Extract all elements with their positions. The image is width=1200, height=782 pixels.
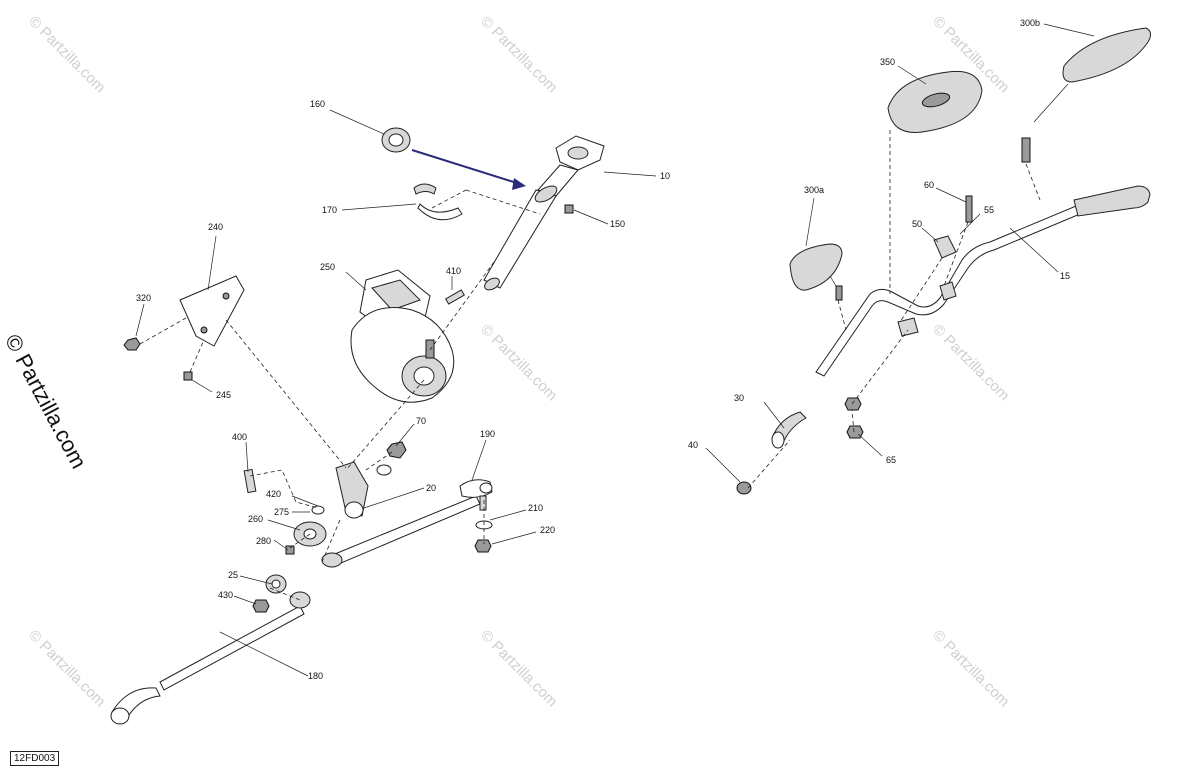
callout-260: 260 bbox=[248, 514, 263, 524]
callout-280: 280 bbox=[256, 536, 271, 546]
watermark-tile: © Partzilla.com bbox=[25, 627, 108, 710]
callout-50: 50 bbox=[912, 219, 922, 229]
clamp-part bbox=[413, 183, 463, 221]
screw-part bbox=[285, 545, 295, 555]
riser-clamp-part bbox=[897, 235, 957, 337]
nut-part bbox=[844, 397, 862, 411]
callout-410: 410 bbox=[446, 266, 461, 276]
diagram-code: 12FD003 bbox=[10, 751, 60, 766]
callout-430: 430 bbox=[218, 590, 233, 600]
callout-labels: 10 15 20 25 30 40 50 55 60 65 70 150 160… bbox=[136, 18, 1070, 681]
watermark-tile: © Partzilla.com bbox=[25, 13, 108, 96]
bearing-part bbox=[265, 574, 287, 594]
leader-lines bbox=[135, 23, 1095, 677]
callout-25: 25 bbox=[228, 570, 238, 580]
mirror-right-part bbox=[1021, 27, 1152, 163]
callout-245: 245 bbox=[216, 390, 231, 400]
callout-210: 210 bbox=[528, 503, 543, 513]
callout-250: 250 bbox=[320, 262, 335, 272]
callout-275: 275 bbox=[274, 507, 289, 517]
callout-170: 170 bbox=[322, 205, 337, 215]
assembly-lines bbox=[139, 189, 541, 601]
assembly-lines bbox=[747, 130, 1041, 489]
washer-part bbox=[376, 464, 392, 476]
callout-15: 15 bbox=[1060, 271, 1070, 281]
bolt-part bbox=[243, 468, 257, 494]
callout-20: 20 bbox=[426, 483, 436, 493]
bolt-part bbox=[965, 195, 973, 223]
handlebar-part bbox=[815, 185, 1151, 377]
pitman-arm-part bbox=[335, 461, 369, 519]
power-steering-unit-part bbox=[350, 269, 455, 403]
nut-part bbox=[474, 539, 492, 553]
tie-rod-part bbox=[110, 591, 311, 725]
watermark-grid: © Partzilla.com © Partzilla.com © Partzi… bbox=[25, 13, 1012, 710]
callout-420: 420 bbox=[266, 489, 281, 499]
watermark-tile: © Partzilla.com bbox=[929, 627, 1012, 710]
callout-160: 160 bbox=[310, 99, 325, 109]
screw-part bbox=[183, 371, 193, 381]
callout-150: 150 bbox=[610, 219, 625, 229]
bolt-part bbox=[479, 495, 487, 511]
watermark-tile: © Partzilla.com bbox=[477, 13, 560, 96]
nut-part bbox=[123, 337, 141, 351]
callout-400: 400 bbox=[232, 432, 247, 442]
nut-part bbox=[386, 441, 407, 459]
callout-60: 60 bbox=[924, 180, 934, 190]
callout-40: 40 bbox=[688, 440, 698, 450]
callout-30: 30 bbox=[734, 393, 744, 403]
mirror-left-part bbox=[789, 243, 843, 301]
callout-300b: 300b bbox=[1020, 18, 1040, 28]
callout-55: 55 bbox=[984, 205, 994, 215]
watermark-tile: © Partzilla.com bbox=[929, 321, 1012, 404]
callout-70: 70 bbox=[416, 416, 426, 426]
callout-180: 180 bbox=[308, 671, 323, 681]
bearing-part bbox=[381, 127, 411, 153]
watermark-tile: © Partzilla.com bbox=[477, 321, 560, 404]
watermark-tile: © Partzilla.com bbox=[477, 627, 560, 710]
callout-320: 320 bbox=[136, 293, 151, 303]
grip-part bbox=[771, 411, 807, 449]
screw-part bbox=[564, 204, 574, 214]
assembly-arrow bbox=[411, 149, 526, 190]
steering-column-part bbox=[483, 135, 605, 291]
callout-220: 220 bbox=[540, 525, 555, 535]
end-cap-part bbox=[736, 481, 752, 495]
tie-rod-part bbox=[321, 479, 493, 568]
callout-300a: 300a bbox=[804, 185, 824, 195]
callout-65: 65 bbox=[886, 455, 896, 465]
callout-350: 350 bbox=[880, 57, 895, 67]
callout-240: 240 bbox=[208, 222, 223, 232]
gauge-cluster-part bbox=[887, 70, 983, 133]
callout-10: 10 bbox=[660, 171, 670, 181]
bolt-part bbox=[445, 289, 465, 305]
callout-190: 190 bbox=[480, 429, 495, 439]
bracket-part bbox=[179, 275, 245, 347]
nut-part bbox=[252, 599, 270, 613]
